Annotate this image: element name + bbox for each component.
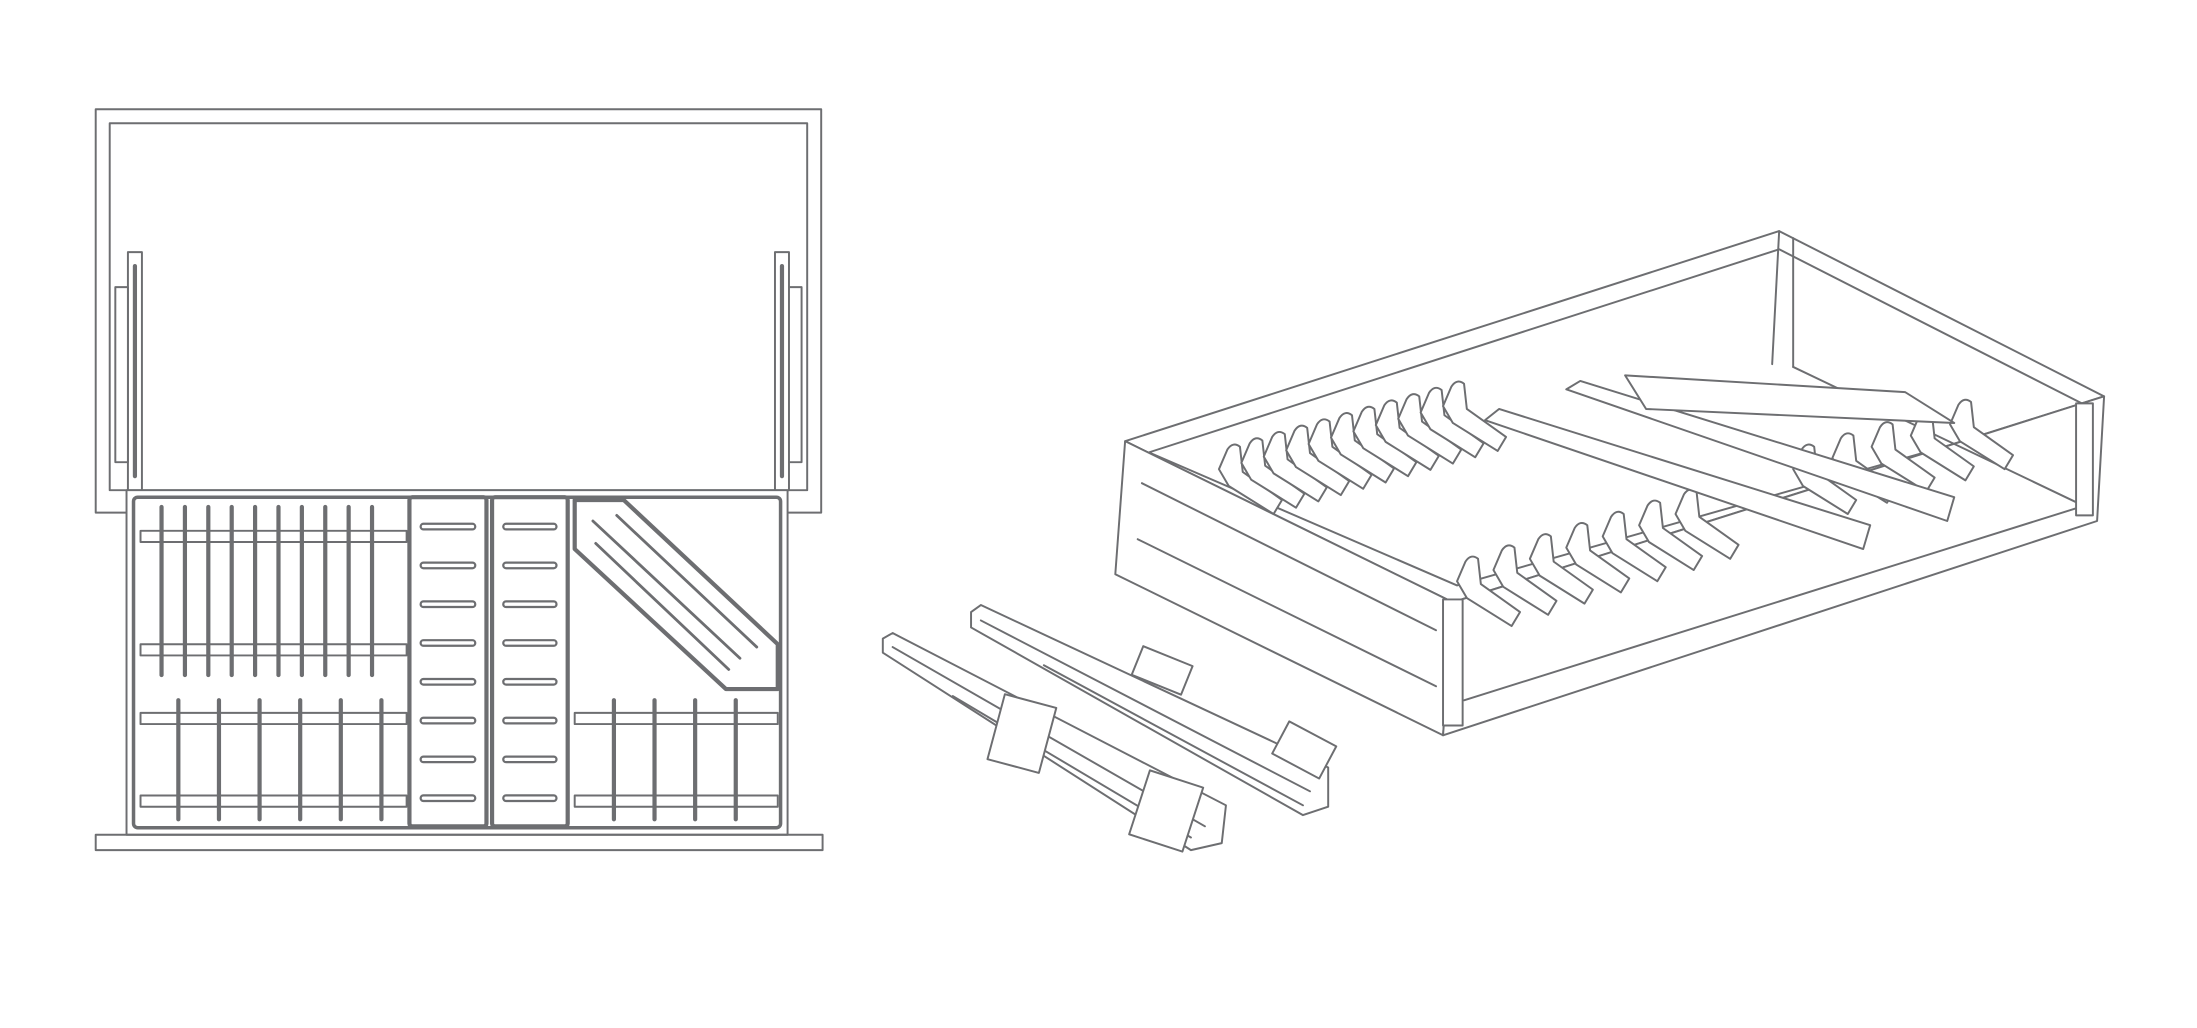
- panel-slot: [502, 600, 558, 609]
- dish-rack-wires: [139, 504, 779, 822]
- plate-holder: [1870, 421, 1936, 493]
- divider-panel: [489, 495, 570, 829]
- panel-slot: [419, 716, 477, 725]
- panel-slot: [419, 677, 477, 686]
- panel-slot: [419, 794, 477, 803]
- panel-slot: [419, 755, 477, 764]
- divider-panel: [407, 495, 489, 829]
- plate-holder: [1442, 380, 1508, 452]
- panel-slot: [502, 716, 558, 725]
- plate-holder: [1456, 555, 1522, 628]
- rack-rail: [573, 794, 779, 808]
- plate-holder: [1949, 398, 2015, 471]
- rack-rail: [139, 529, 408, 543]
- cabinet-front-view: [94, 108, 824, 852]
- panel-slot: [419, 522, 477, 531]
- panel-slot: [419, 600, 477, 609]
- panel-slot: [419, 561, 477, 570]
- center-dividers: [1484, 374, 1956, 550]
- plate-holder: [1565, 521, 1631, 594]
- rack-rail: [139, 711, 408, 726]
- plate-holder: [1528, 533, 1594, 605]
- panel-slot: [502, 561, 558, 570]
- panel-slot: [502, 794, 558, 803]
- panel-slot: [502, 677, 558, 686]
- rack-rail: [139, 794, 408, 808]
- lift-mechanism-left: [114, 251, 143, 492]
- rack-rail: [139, 643, 408, 657]
- panel-slot: [502, 522, 558, 531]
- drawer-slide-rail-pair: [881, 604, 1338, 853]
- divider-panels: [407, 495, 570, 829]
- panel-slot: [419, 639, 477, 647]
- plate-holder: [1492, 544, 1558, 616]
- lift-mechanism-right: [773, 251, 803, 492]
- plate-holder: [1638, 499, 1704, 572]
- panel-slot: [502, 755, 558, 764]
- panel-slot: [502, 639, 558, 647]
- drawer-plate-rack-isometric: [1114, 230, 2106, 737]
- rack-rail: [573, 711, 779, 726]
- drawer-slide-back: [970, 604, 1338, 817]
- cutting-board-holder: [572, 497, 780, 692]
- plate-holder: [1601, 510, 1667, 583]
- drawer-slide-front: [881, 632, 1227, 853]
